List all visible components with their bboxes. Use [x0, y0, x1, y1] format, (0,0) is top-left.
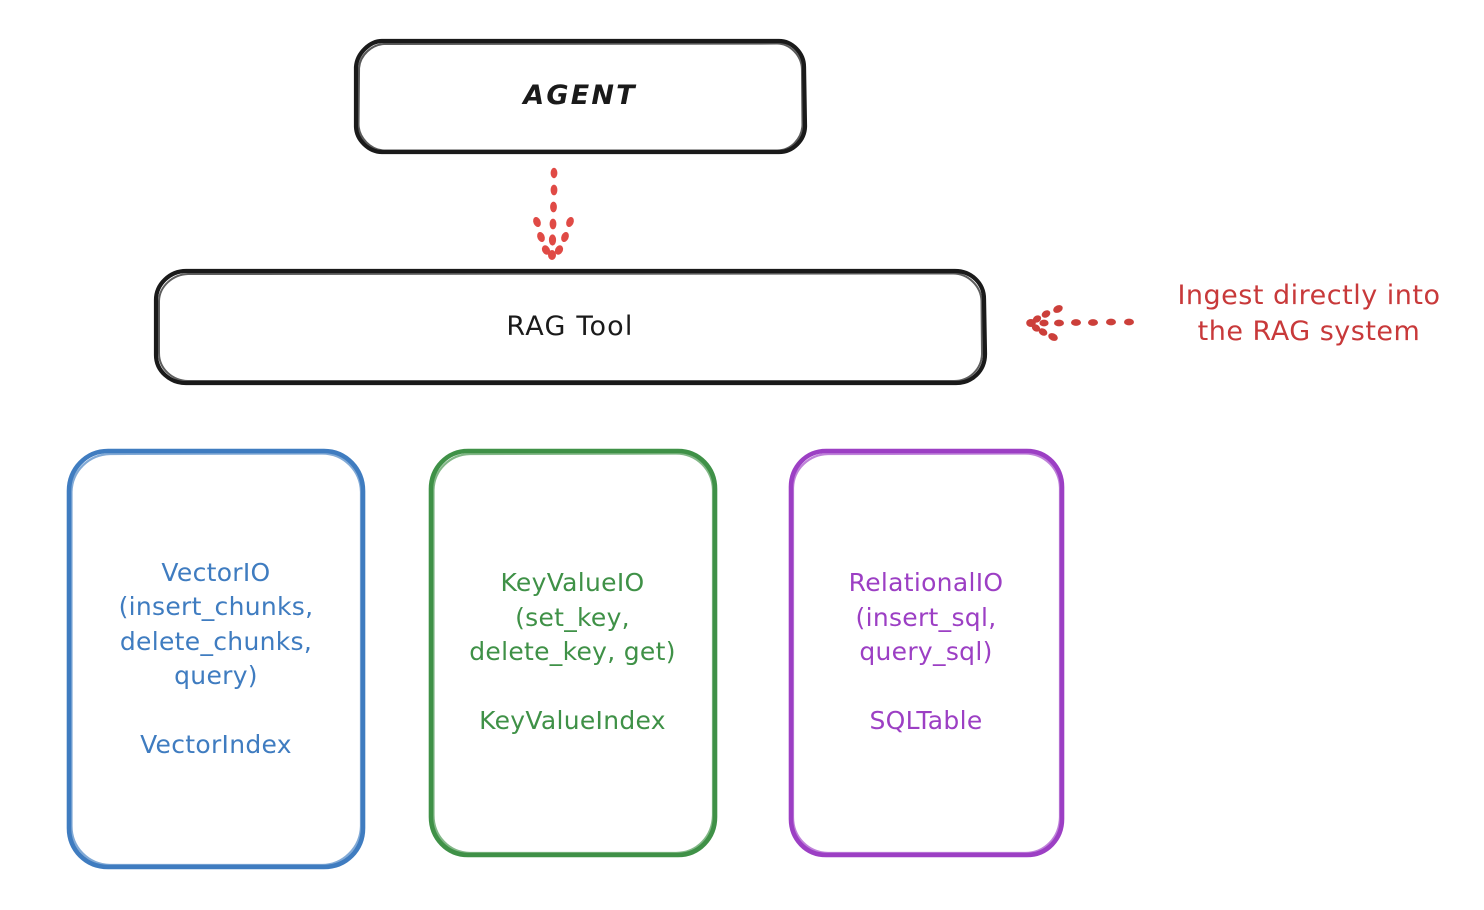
node-vector-io-label: VectorIO (insert_chunks, delete_chunks, …	[118, 557, 314, 760]
node-agent[interactable]: AGENT	[355, 40, 805, 152]
ingest-to-rag-arrow	[1026, 305, 1134, 341]
node-rag-tool[interactable]: RAG Tool	[155, 270, 985, 383]
node-relational-io-label: RelationalIO (insert_sql, query_sql) SQL…	[848, 568, 1004, 736]
node-rag-tool-label: RAG Tool	[506, 310, 634, 342]
node-key-value-io-label: KeyValueIO (set_key, delete_key, get) Ke…	[469, 568, 676, 736]
node-agent-label: AGENT	[523, 80, 637, 112]
agent-to-rag-arrow	[533, 167, 574, 260]
node-vector-io[interactable]: VectorIO (insert_chunks, delete_chunks, …	[68, 450, 364, 868]
node-relational-io[interactable]: RelationalIO (insert_sql, query_sql) SQL…	[790, 450, 1062, 855]
annotation-ingest-text: Ingest directly into the RAG system	[1177, 280, 1441, 347]
node-key-value-io[interactable]: KeyValueIO (set_key, delete_key, get) Ke…	[430, 450, 715, 855]
